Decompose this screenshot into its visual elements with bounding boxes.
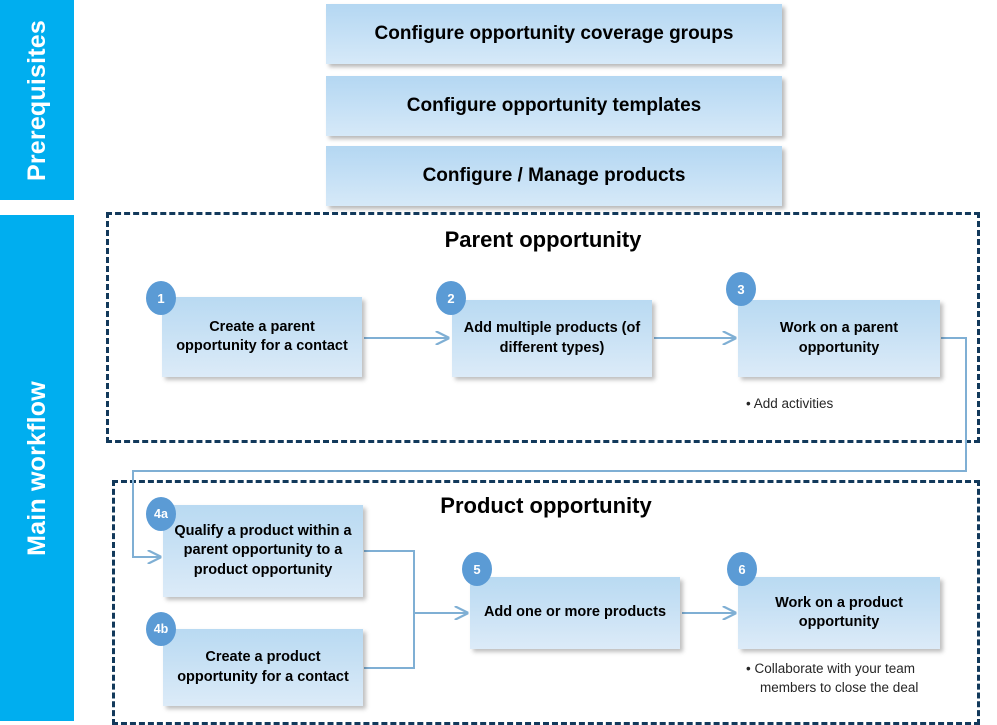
node-add-one-or-more-products[interactable]: Add one or more products bbox=[470, 577, 680, 649]
node-label: Work on a product opportunity bbox=[775, 594, 903, 630]
node-create-parent-opportunity[interactable]: Create a parent opportunity for a contac… bbox=[162, 297, 362, 377]
node-work-on-product-opportunity[interactable]: Work on a product opportunity bbox=[738, 577, 940, 649]
node-add-multiple-products[interactable]: Add multiple products (of different type… bbox=[452, 300, 652, 377]
prerequisite-box-templates[interactable]: Configure opportunity templates bbox=[326, 76, 782, 136]
rail-main-workflow-label: Main workflow bbox=[22, 380, 51, 556]
section-parent-title: Parent opportunity bbox=[444, 227, 642, 252]
node-label: Add multiple products (of different type… bbox=[463, 320, 641, 356]
node-label: Work on a parent opportunity bbox=[779, 320, 899, 356]
prerequisite-box-label: Configure / Manage products bbox=[422, 165, 686, 186]
step-badge-3: 3 bbox=[726, 272, 756, 306]
rail-main-workflow: Main workflow bbox=[0, 215, 74, 721]
prerequisite-box-coverage-groups[interactable]: Configure opportunity coverage groups bbox=[326, 4, 782, 64]
note-add-activities: • Add activities bbox=[746, 396, 834, 411]
prerequisite-box-label: Configure opportunity templates bbox=[406, 95, 702, 116]
node-label: Qualify a product within a parent opport… bbox=[174, 523, 352, 578]
step-badge-5: 5 bbox=[462, 552, 492, 586]
prerequisite-box-products[interactable]: Configure / Manage products bbox=[326, 146, 782, 206]
rail-prerequisites-label: Prerequisites bbox=[22, 19, 51, 181]
note-collaborate-team: • Collaborate with your team members to … bbox=[746, 661, 919, 696]
node-label: Create a product opportunity for a conta… bbox=[177, 649, 349, 685]
node-work-on-parent-opportunity[interactable]: Work on a parent opportunity bbox=[738, 300, 940, 377]
node-label: Create a parent opportunity for a contac… bbox=[176, 318, 348, 354]
node-create-product-opportunity[interactable]: Create a product opportunity for a conta… bbox=[163, 629, 363, 706]
step-badge-6: 6 bbox=[727, 552, 757, 586]
step-badge-4b: 4b bbox=[146, 612, 176, 646]
prerequisite-box-label: Configure opportunity coverage groups bbox=[374, 23, 734, 44]
step-badge-2: 2 bbox=[436, 281, 466, 315]
rail-prerequisites: Prerequisites bbox=[0, 0, 74, 200]
step-badge-1: 1 bbox=[146, 281, 176, 315]
step-badge-4a: 4a bbox=[146, 497, 176, 531]
node-qualify-product[interactable]: Qualify a product within a parent opport… bbox=[163, 505, 363, 597]
node-label: Add one or more products bbox=[483, 604, 667, 621]
